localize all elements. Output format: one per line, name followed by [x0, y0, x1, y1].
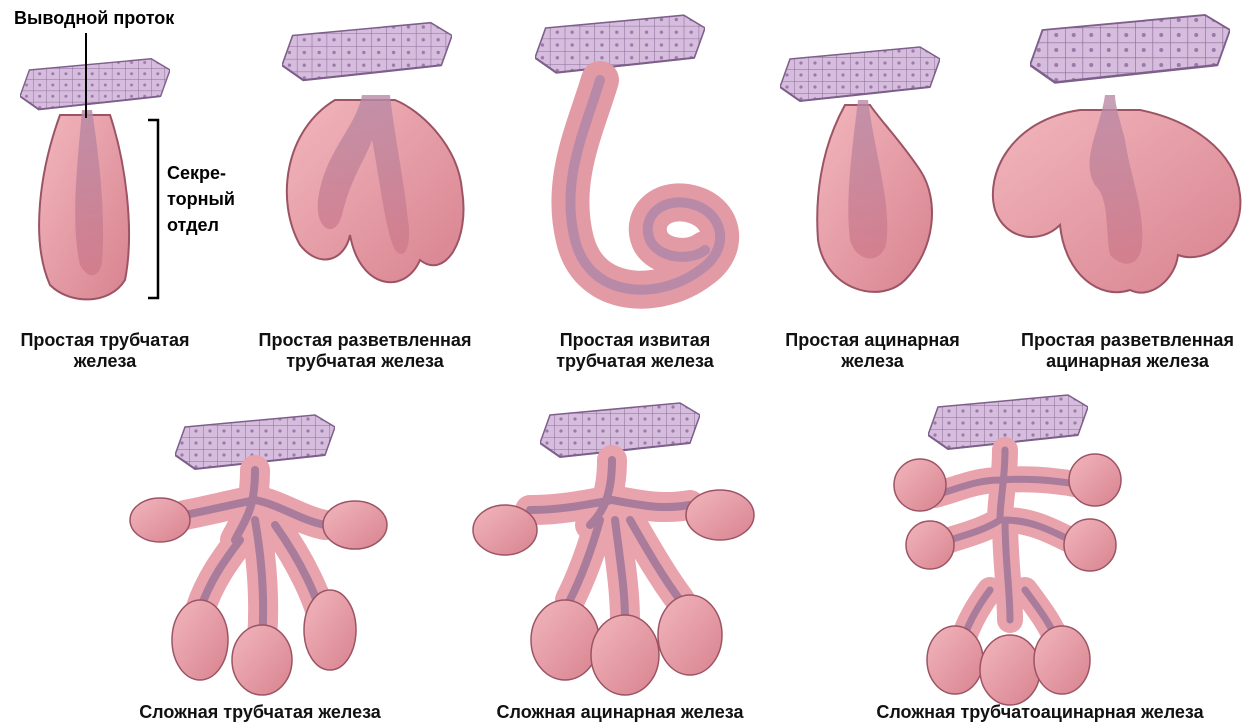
caption-line-1: Простая разветвленная: [245, 330, 485, 351]
compound-tubular-gland: [130, 415, 387, 695]
secretory-line-3: отдел: [167, 212, 235, 238]
caption-line-1: Сложная ацинарная железа: [460, 702, 780, 723]
caption-simple-branched-tubular: Простая разветвленная трубчатая железа: [245, 330, 485, 372]
secretory-line-1: Секре-: [167, 160, 235, 186]
caption-simple-branched-acinar: Простая разветвленная ацинарная железа: [1005, 330, 1250, 372]
simple-coiled-tubular-gland: [535, 15, 720, 289]
caption-compound-acinar: Сложная ацинарная железа: [460, 702, 780, 723]
caption-line-2: железа: [775, 351, 970, 372]
caption-compound-tubular: Сложная трубчатая железа: [100, 702, 420, 723]
caption-simple-acinar: Простая ацинарная железа: [775, 330, 970, 372]
secretory-bracket: [148, 120, 158, 298]
caption-line-2: ацинарная железа: [1005, 351, 1250, 372]
caption-simple-tubular: Простая трубчатая железа: [0, 330, 210, 372]
caption-line-2: трубчатая железа: [535, 351, 735, 372]
caption-compound-tubuloacinar: Сложная трубчатоацинарная железа: [840, 702, 1240, 723]
caption-line-2: железа: [0, 351, 210, 372]
caption-line-1: Простая трубчатая: [0, 330, 210, 351]
simple-branched-tubular-gland: [282, 23, 464, 282]
simple-acinar-gland: [780, 47, 940, 292]
compound-acinar-gland: [473, 403, 754, 695]
compound-tubuloacinar-gland: [894, 395, 1121, 705]
caption-line-1: Простая ацинарная: [775, 330, 970, 351]
caption-line-2: трубчатая железа: [245, 351, 485, 372]
caption-simple-coiled-tubular: Простая извитая трубчатая железа: [535, 330, 735, 372]
duct-annotation: Выводной проток: [14, 8, 174, 29]
secretory-line-2: торный: [167, 186, 235, 212]
caption-line-1: Простая извитая: [535, 330, 735, 351]
simple-tubular-gland: [20, 33, 170, 299]
secretory-annotation: Секре- торный отдел: [167, 160, 235, 238]
simple-branched-acinar-gland: [993, 15, 1241, 293]
caption-line-1: Простая разветвленная: [1005, 330, 1250, 351]
caption-line-1: Сложная трубчатоацинарная железа: [840, 702, 1240, 723]
caption-line-1: Сложная трубчатая железа: [100, 702, 420, 723]
